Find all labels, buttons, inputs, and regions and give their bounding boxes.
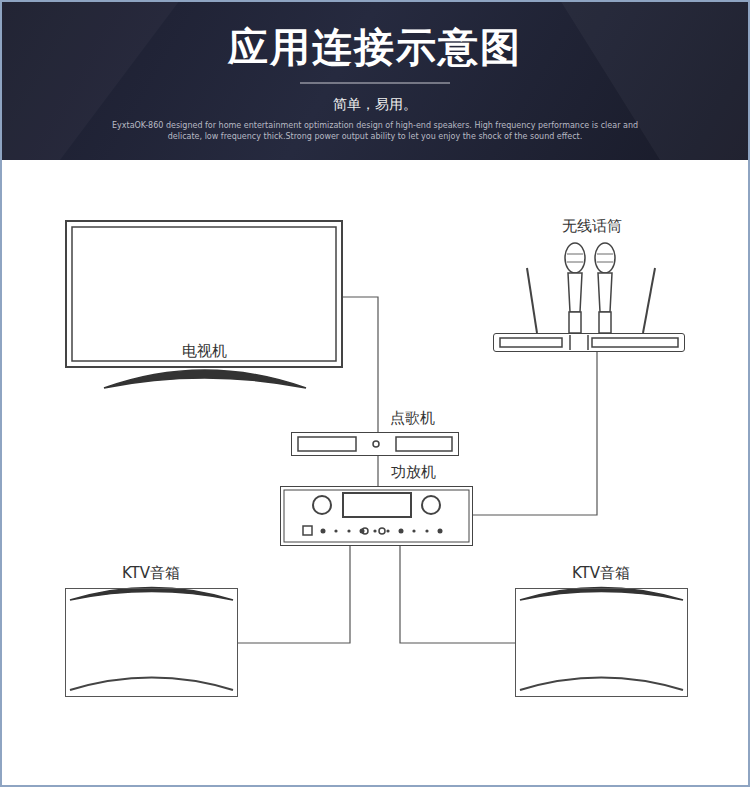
ktv-speaker: KTV音箱 [65, 588, 238, 697]
connector-wire [238, 546, 350, 643]
node-label: KTV音箱 [122, 564, 180, 582]
node-label: 无线话筒 [562, 217, 622, 235]
ktv-speaker: KTV音箱 [515, 588, 688, 697]
connector-line [400, 546, 515, 643]
connector-wire [343, 297, 378, 432]
tv-screen: 电视机 [65, 220, 343, 368]
page-title: 应用连接示意图 [0, 22, 750, 72]
node-label: KTV音箱 [572, 564, 630, 582]
connector-line [238, 546, 350, 643]
connector-wire [400, 546, 515, 643]
node-label: 电视机 [182, 342, 227, 360]
connector-line [343, 297, 378, 432]
mic-receiver: 无线话筒 [493, 333, 685, 352]
amplifier: 功放机 [280, 486, 473, 546]
subtitle: 简单，易用。 [0, 95, 750, 113]
connector-line [473, 352, 597, 515]
english-note: EyxtaOK-860 designed for home entertainm… [95, 120, 655, 142]
song-player: 点歌机 [291, 432, 459, 456]
connector-wire [473, 352, 597, 515]
node-label: 点歌机 [390, 409, 435, 427]
node-label: 功放机 [391, 463, 436, 481]
connector-wire [378, 456, 379, 486]
connector-line [377, 456, 378, 486]
